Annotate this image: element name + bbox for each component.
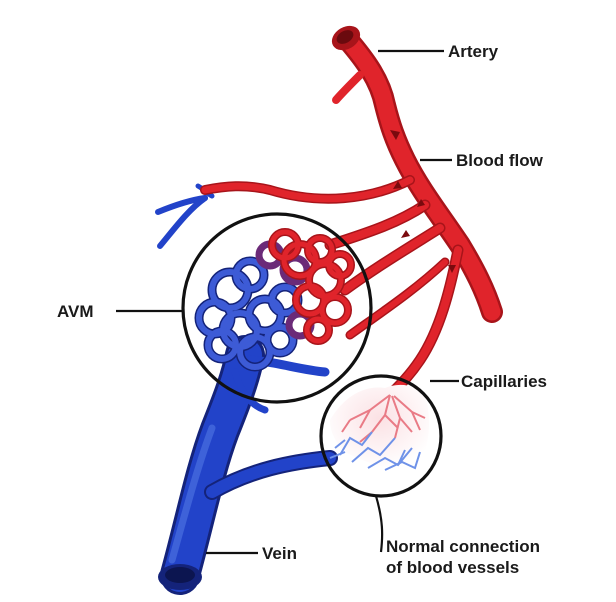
capillary-circle [319,374,443,498]
avm-tangle [194,228,355,372]
normal-connection-label-line1: Normal connection [386,537,540,556]
artery-label: Artery [448,42,499,61]
normal-connection-label-line2: of blood vessels [386,558,519,577]
capillaries-label: Capillaries [461,372,547,391]
vein-label: Vein [262,544,297,563]
avm-circle [181,212,373,404]
vein [155,183,338,595]
capillary-bed [329,384,430,471]
normal-connection-leader [374,495,384,553]
avm-label: AVM [57,302,94,321]
blood-flow-label: Blood flow [456,151,544,170]
artery [200,25,503,401]
